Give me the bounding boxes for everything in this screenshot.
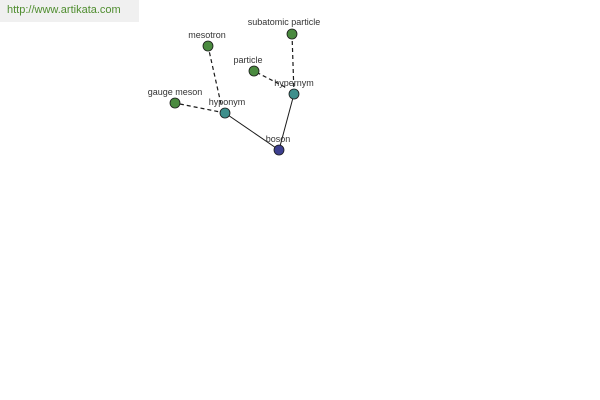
edge-hypernym-subatomic-particle: [291, 33, 295, 95]
node-particle[interactable]: [248, 65, 260, 77]
node-mesotron[interactable]: [202, 40, 214, 52]
node-gauge-meson[interactable]: [169, 97, 181, 109]
node-hypernym[interactable]: [288, 88, 300, 100]
label-boson: boson: [266, 134, 291, 144]
node-hyponym[interactable]: [219, 107, 231, 119]
label-particle: particle: [233, 55, 262, 65]
label-gauge-meson: gauge meson: [148, 87, 203, 97]
label-subatomic-particle: subatomic particle: [248, 17, 321, 27]
node-boson[interactable]: [273, 144, 285, 156]
edge-boson-hypernym: [278, 93, 295, 151]
edge-hypernym-particle: [253, 70, 286, 88]
node-subatomic-particle[interactable]: [286, 28, 298, 40]
label-hyponym: hyponym: [209, 97, 246, 107]
edge-hyponym-gauge-meson: [174, 102, 226, 114]
label-mesotron: mesotron: [188, 30, 226, 40]
source-url-link[interactable]: http://www.artikata.com: [0, 0, 139, 22]
edge-hyponym-mesotron: [207, 45, 222, 105]
label-hypernym: hypernym: [274, 78, 314, 88]
edge-boson-hyponym: [224, 112, 280, 151]
